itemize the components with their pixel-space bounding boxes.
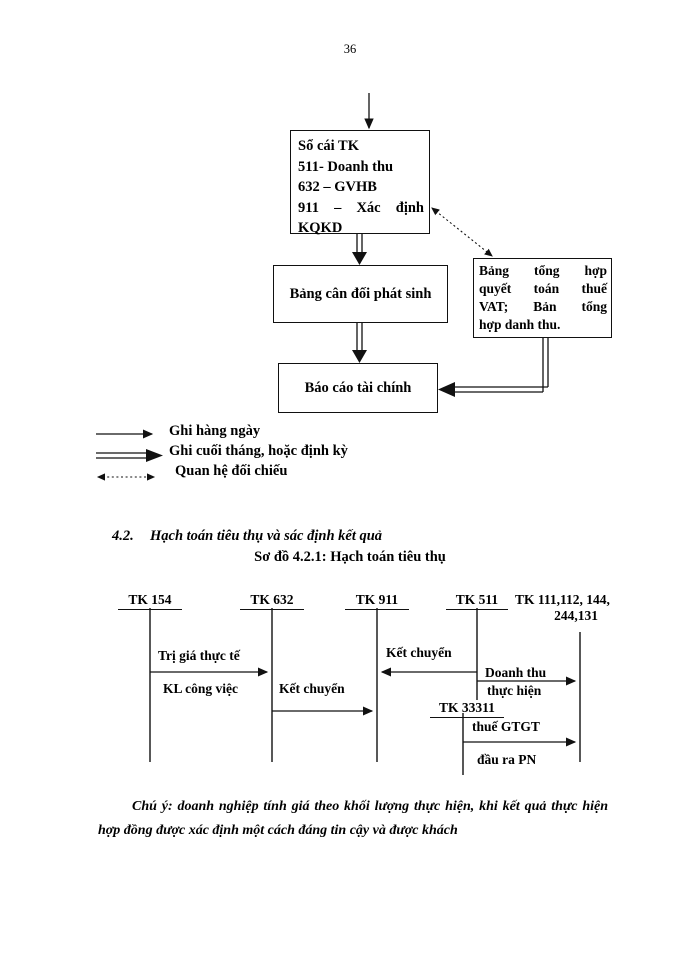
taccount-header-tk-111-line1: TK 111,112, 144,	[515, 592, 610, 607]
flowchart-box-bang-can-doi-phat-sinh: Bảng cân đối phát sinh	[273, 265, 448, 323]
legend-label-daily: Ghi hàng ngày	[169, 423, 261, 439]
bth-l2-a: quyết	[479, 280, 512, 296]
bang-tong-hop-line-2: quyết toán thuế	[479, 280, 607, 298]
taccount-label-thuc-hien: thực hiện	[487, 683, 542, 698]
taccount-label-dau-ra-pn: đầu ra PN	[477, 752, 537, 767]
legend-label-reconcile: Quan hệ đối chiếu	[175, 463, 288, 479]
bang-tong-hop-line-3: VAT; Bản tổng	[479, 298, 607, 316]
page-number: 36	[343, 42, 357, 56]
taccount-header-tk-33311: TK 33311	[430, 700, 504, 718]
bottom-note: Chú ý: doanh nghiệp tính giá theo khối l…	[98, 795, 608, 843]
bth-l1-c: hợp	[584, 263, 608, 278]
taccount-header-tk-111-line2: 244,131	[554, 608, 598, 624]
so-cai-line-4-c: Xác	[356, 199, 381, 216]
bao-cao-label: Báo cáo tài chính	[304, 379, 412, 396]
so-cai-line-5: KQKD	[298, 220, 343, 237]
flowchart-box-so-cai-tk: Sổ cái TK 511- Doanh thu 632 – GVHB 911 …	[290, 130, 430, 236]
taccount-header-tk-632: TK 632	[240, 592, 304, 610]
bth-l3-c: tổng	[581, 298, 607, 314]
taccount-header-tk-154: TK 154	[118, 592, 182, 610]
flowchart-box-bang-tong-hop: Bảng tổng hợp quyết toán thuế VAT; Bản t…	[473, 258, 612, 338]
legend-item-reconcile: Quan hệ đối chiếu	[95, 463, 515, 485]
double-arrow-bangcandoi-to-baocao	[352, 323, 367, 363]
double-arrow-bangtonghop-to-baocao	[438, 338, 549, 397]
bth-l1-a: Bảng	[479, 263, 510, 278]
bang-can-doi-label: Bảng cân đối phát sinh	[289, 285, 432, 302]
bth-l3-b: Bản	[533, 298, 557, 314]
taccount-label-thue-gtgt: thuế GTGT	[472, 719, 540, 734]
so-cai-line-1: Sổ cái TK	[298, 138, 359, 154]
diagram-subtitle: Sơ đồ 4.2.1: Hạch toán tiêu thụ	[254, 549, 446, 565]
legend-item-monthly: Ghi cuối tháng, hoặc định kỳ	[95, 443, 515, 465]
section-title: Hạch toán tiêu thụ và sác định kết quả	[150, 528, 383, 544]
taccount-label-kl-cong-viec: KL công việc	[163, 681, 238, 696]
flowchart-box-bao-cao-tai-chinh: Báo cáo tài chính	[278, 363, 438, 413]
bth-l1-b: tổng	[534, 263, 560, 278]
section-number: 4.2.	[112, 528, 134, 544]
so-cai-line-4: 911 – Xác định	[298, 198, 424, 219]
so-cai-line-4-b: –	[334, 199, 342, 216]
so-cai-line-4-d: định	[395, 199, 424, 216]
note-lead: Chú ý:	[132, 799, 173, 814]
taccount-label-doanh-thu: Doanh thu	[485, 665, 547, 680]
section-heading: 4.2. Hạch toán tiêu thụ và sác định kết q…	[112, 528, 382, 545]
so-cai-line-3: 632 – GVHB	[298, 179, 377, 196]
legend-label-monthly: Ghi cuối tháng, hoặc định kỳ	[169, 443, 348, 459]
taccount-header-tk-111-112-144: TK 111,112, 144, 244,131	[515, 592, 645, 624]
taccount-header-tk-511: TK 511	[446, 592, 508, 610]
legend-item-daily: Ghi hàng ngày	[95, 423, 515, 445]
bth-l2-c: thuế	[581, 280, 607, 296]
note-text: doanh nghiệp tính giá theo khối lượng th…	[98, 799, 608, 839]
bang-tong-hop-line-4: hợp danh thu.	[479, 316, 561, 332]
bang-tong-hop-line-1: Bảng tổng hợp	[479, 262, 607, 280]
so-cai-line-2: 511- Doanh thu	[298, 158, 394, 175]
taccount-label-ket-chuyen-632: Kết chuyển	[279, 681, 345, 696]
bth-l2-b: toán	[533, 280, 560, 296]
bth-l3-a: VAT;	[479, 298, 509, 314]
taccount-header-tk-911: TK 911	[345, 592, 409, 610]
taccount-label-tri-gia-thuc-te: Trị giá thực tế	[158, 648, 240, 663]
taccount-label-ket-chuyen-511: Kết chuyển	[386, 645, 452, 660]
dotted-link-socai-bangtonghop	[431, 207, 493, 257]
so-cai-line-4-a: 911	[298, 199, 319, 216]
flowchart-legend: Ghi hàng ngày Ghi cuối tháng, hoặc định …	[95, 423, 515, 485]
